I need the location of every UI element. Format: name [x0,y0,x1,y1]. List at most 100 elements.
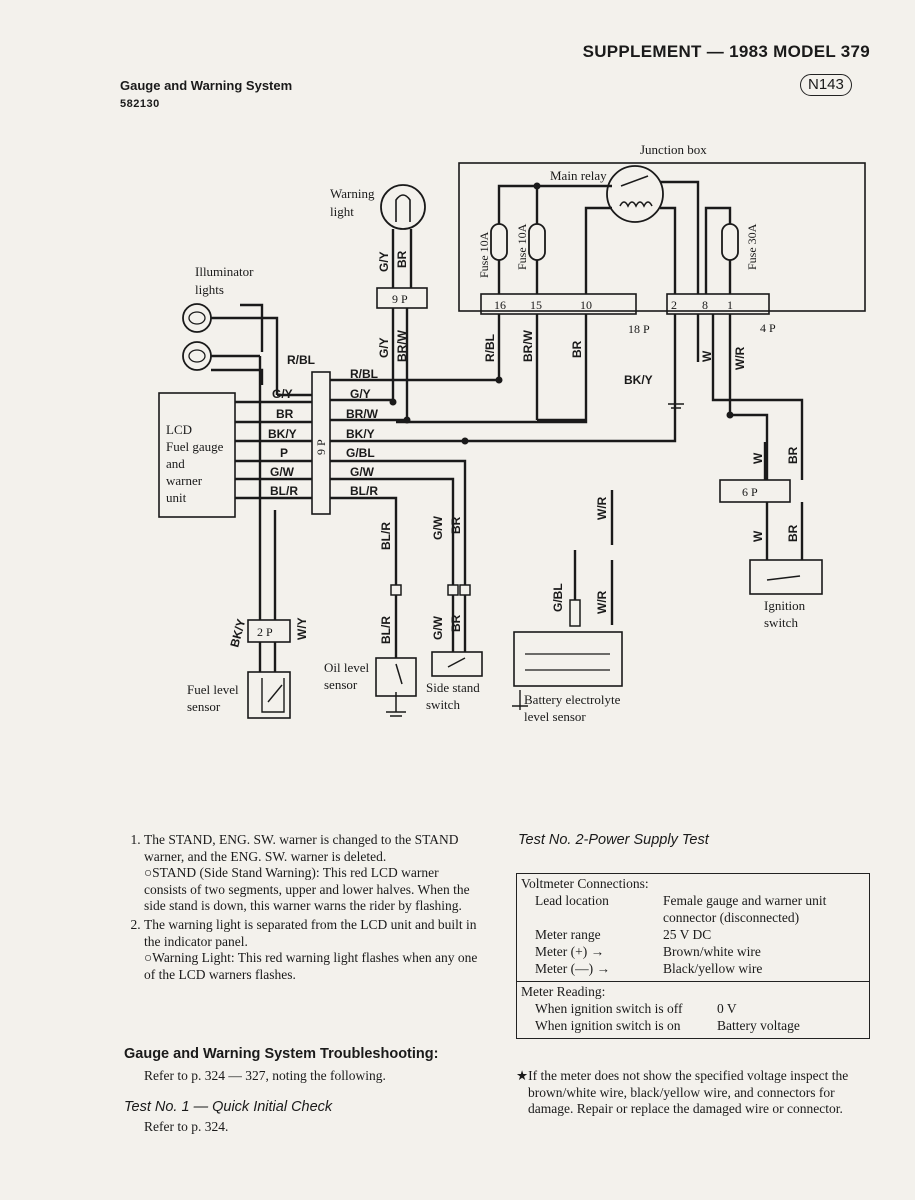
connector-18p-label: 18 P [628,322,650,336]
voltmeter-connections: Voltmeter Connections: Lead location Fema… [517,874,869,981]
wire-label: BL/R [270,484,298,498]
row-value: Battery voltage [717,1018,800,1033]
battery-sensor-label-1: Battery electrolyte [524,692,621,707]
wire-label: BR/W [346,407,379,421]
connector-6p-label: 6 P [742,485,758,499]
warning-light-bulb [380,184,426,230]
connector-6p [719,479,791,503]
main-relay [606,165,664,223]
note-text: The STAND, ENG. SW. warner is changed to… [144,832,459,864]
wire-label: G/Y [377,337,391,358]
table-row: Lead location Female gauge and warner uni… [521,892,865,926]
illuminator-light-1 [182,303,212,333]
row-key: When ignition switch is on [535,1018,681,1033]
battery-sensor-label-2: level sensor [524,709,586,724]
wire-label: BR [276,407,294,421]
side-stand-label-2: switch [426,697,460,712]
test1-text: Refer to p. 324. [144,1119,229,1134]
wire-label: G/BL [551,583,565,612]
connector-18p [480,293,637,315]
fuse-a-label: Fuse 10A [477,231,491,278]
fuel-level-sensor [247,671,291,719]
notes-list: The STAND, ENG. SW. warner is changed to… [122,832,482,985]
wire-label: G/W [431,615,445,640]
voltmeter-title: Voltmeter Connections: [521,876,649,891]
oil-sensor-label-1: Oil level [324,660,370,675]
connector-4p-label: 4 P [760,321,776,335]
wire-label: G/Y [377,251,391,272]
connector-2p-label: 2 P [257,625,273,639]
wire-label: BK/Y [624,373,653,387]
note-text: The warning light is separated from the … [144,916,477,949]
connector-9p-mid [311,371,331,515]
fuse-b [528,223,546,261]
wire-label: BR [449,516,463,534]
table-row: Meter (+) →Brown/white wire [521,943,865,960]
wire-label: R/BL [483,334,497,362]
battery [513,631,623,687]
wire-label: BR [786,524,800,542]
test2-note: ★If the meter does not show the specifie… [516,1068,849,1117]
lcd-label-4: warner [166,473,203,488]
test1-heading: Test No. 1 — Quick Initial Check [124,1099,333,1115]
illuminator-label-1: Illuminator [195,264,254,279]
troubleshooting-text: Refer to p. 324 — 327, noting the follow… [144,1068,386,1083]
junction-box [458,162,866,312]
row-key: Meter range [535,927,601,942]
note-sub: ○STAND (Side Stand Warning): This red LC… [144,865,470,914]
table-row: When ignition switch is on Battery voltag… [521,1017,865,1034]
lcd-label-3: and [166,456,185,471]
page-badge: N143 [800,74,852,96]
lcd-label-5: unit [166,490,187,505]
wire-label: G/Y [272,387,293,401]
note-sub: ○Warning Light: This red warning light f… [144,950,478,982]
wire-label: G/Y [350,387,371,401]
row-key: When ignition switch is off [535,1001,683,1016]
ignition-label-2: switch [764,615,798,630]
connector-9p-top-label: 9 P [392,292,408,306]
wire-label: BR/W [521,329,535,362]
wire-label: W/R [595,496,609,520]
lcd-label-2: Fuel gauge [166,439,224,454]
wire-label: BL/R [379,616,393,644]
row-value: 25 V DC [663,927,712,942]
wire-label: BR [570,340,584,358]
section-title: Gauge and Warning System [120,78,293,93]
ignition-switch [749,559,823,595]
test2-heading: Test No. 2-Power Supply Test [518,832,709,848]
wiring-diagram: Junction box Main relay Fuse 10A Fuse 10… [158,142,866,724]
wire-label: G/W [431,515,445,540]
wire-label: G/BL [346,446,375,460]
fuse-b-label: Fuse 10A [515,223,529,270]
warning-light-label-2: light [330,204,354,219]
fuse-a [490,223,508,261]
wire-label: W/R [595,590,609,614]
wire-label: R/BL [287,353,315,367]
ignition-label-1: Ignition [764,598,806,613]
pin-10: 10 [580,298,592,312]
wire-label: W [700,350,714,362]
wire-label: BR/W [395,329,409,362]
row-value: 0 V [717,1001,737,1016]
meter-reading: Meter Reading: When ignition switch is o… [517,981,869,1038]
connector-9p-top [376,287,428,309]
lcd-label-1: LCD [166,422,192,437]
note-item: The warning light is separated from the … [144,917,482,983]
wire-label: BR [449,614,463,632]
warning-light-label-1: Warning [330,186,375,201]
reading-title: Meter Reading: [521,984,606,999]
table-row: Meter range 25 V DC [521,926,865,943]
table-row: Meter (—) →Black/yellow wire [521,960,865,977]
wire-label: W [751,452,765,464]
fuel-sensor-label-2: sensor [187,699,221,714]
row-value: Female gauge and warner unit connector (… [663,893,827,925]
side-stand-label-1: Side stand [426,680,480,695]
table-row: When ignition switch is off 0 V [521,1000,865,1017]
note-item: The STAND, ENG. SW. warner is changed to… [144,832,482,915]
wire-label: W/R [733,346,747,370]
row-key: Lead location [535,893,609,908]
illuminator-light-2 [182,341,212,371]
junction-box-label: Junction box [640,142,707,157]
pin-2: 2 [671,298,677,312]
page-title: SUPPLEMENT — 1983 MODEL 379 [582,42,870,61]
